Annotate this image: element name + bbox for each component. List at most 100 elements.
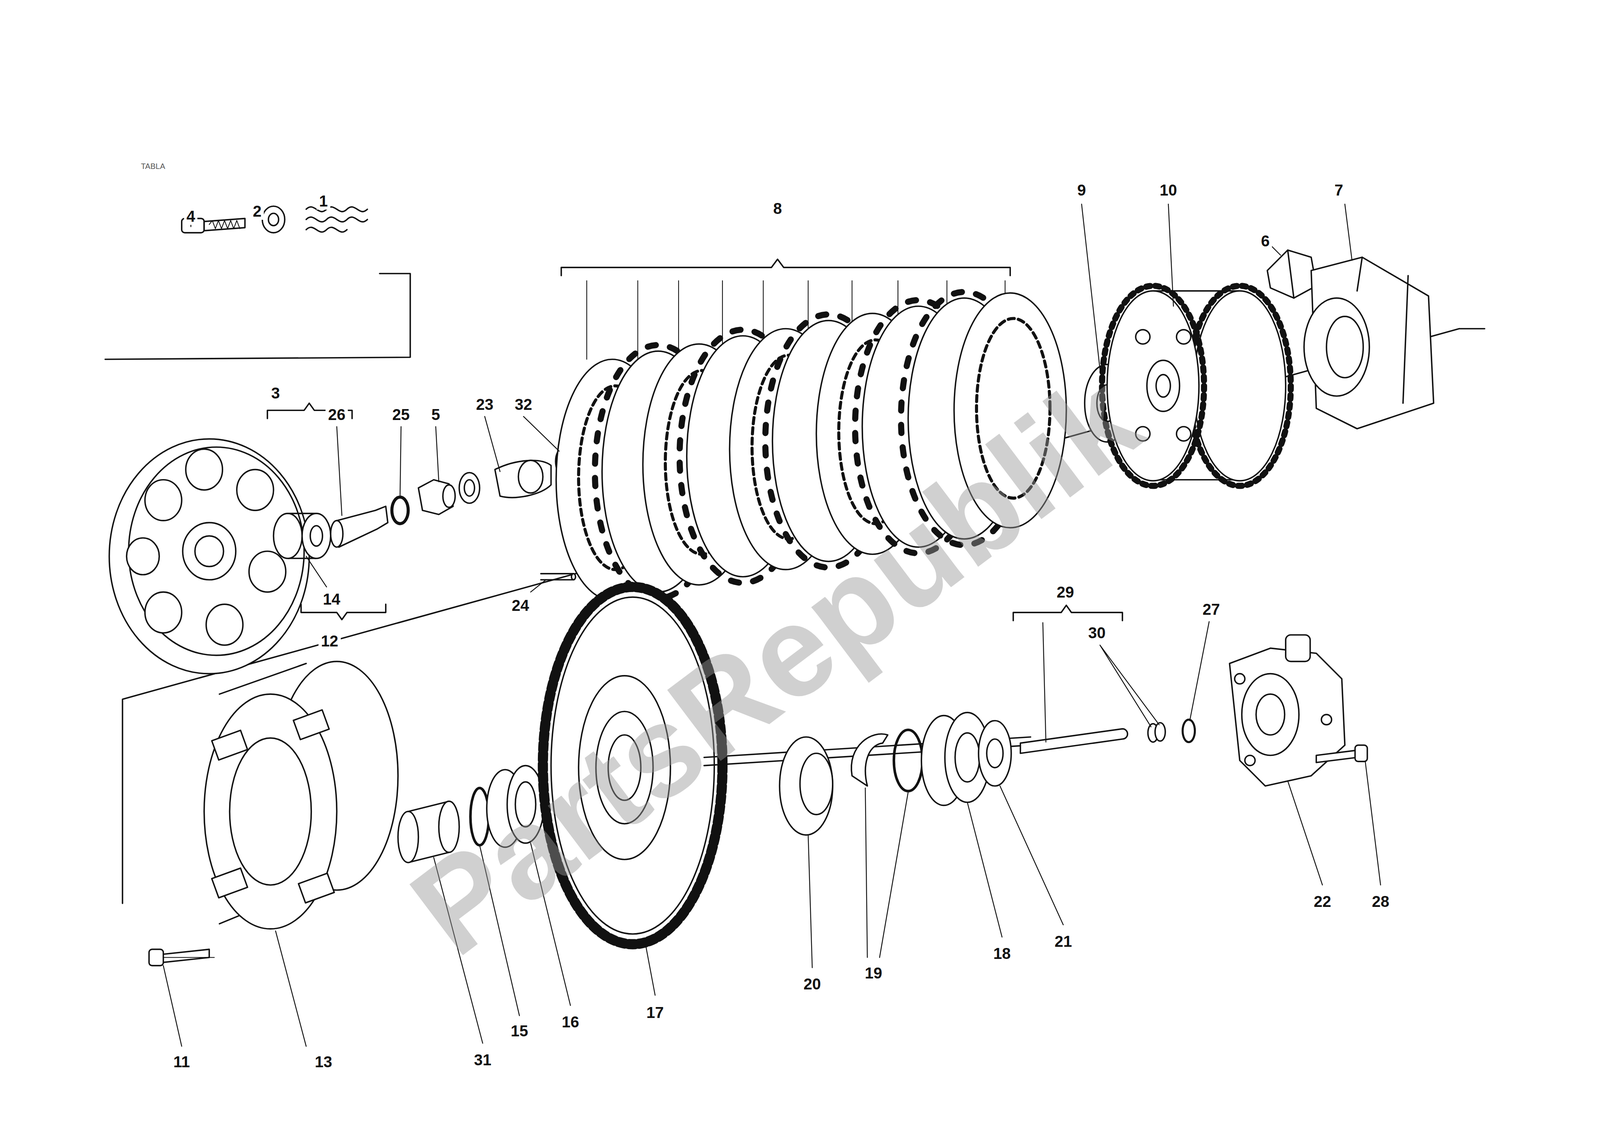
callout-number: 5 [428,405,443,423]
part-outline [268,213,279,226]
part-outline [808,834,812,968]
part-outline [302,513,331,559]
callout-number: 28 [1369,892,1393,910]
part-outline [273,448,576,580]
part-outline [204,218,245,231]
part-outline [1365,761,1381,885]
part-outline [185,448,223,490]
part-outline [1304,297,1370,396]
callout-number: 23 [473,395,497,413]
part-outline [541,573,574,580]
part-outline [1316,749,1357,762]
part-outline [779,736,833,835]
callout-number: 9 [1075,181,1089,199]
part-outline [145,591,182,633]
callout-number: 22 [1311,892,1334,910]
part-outline [1354,744,1368,762]
part-outline [306,556,327,587]
part-outline [986,738,1004,768]
callout-number: 27 [1200,600,1223,618]
part-outline [1020,728,1128,754]
part-outline [209,220,240,229]
callout-number: 17 [644,1003,667,1021]
part-outline [336,506,389,547]
callout-number: 29 [1054,583,1077,601]
part-outline [336,426,343,516]
part-outline [163,956,215,958]
part-outline [1357,257,1409,404]
callout-number: 3 [268,384,283,402]
part-outline [236,469,274,511]
callout-number: 11 [170,1052,192,1070]
callout-number: 21 [1052,932,1075,950]
part-outline [306,206,368,232]
callout-number: 30 [1085,623,1109,642]
part-outline [459,472,480,503]
part-outline [1176,329,1192,345]
part-outline [275,930,307,1046]
part-outline [109,438,310,674]
callout-number: 24 [509,596,532,614]
part-outline [1267,249,1317,298]
part-outline [865,787,909,957]
callout-number: 13 [312,1052,335,1070]
part-outline [1321,714,1332,725]
part-outline [851,733,888,786]
part-outline [1241,673,1299,756]
watermark: PartsRepublik [384,342,1167,984]
part-outline [249,550,286,592]
part-outline [145,479,182,521]
part-outline [999,785,1064,925]
part-outline [105,204,1485,1046]
part-outline [954,732,980,782]
callout-number: 8 [770,199,785,217]
part-outline [148,661,398,966]
part-outline [182,522,236,580]
part-outline [1229,634,1368,786]
part-outline [1135,329,1151,345]
part-outline [1234,673,1245,684]
part-outline [1285,634,1311,662]
part-outline [273,513,303,559]
part-outline [442,484,456,508]
part-outline [1168,204,1174,307]
callout-number: 10 [1157,181,1180,199]
part-outline [464,479,475,497]
callout-number: 20 [801,974,824,993]
part-outline [161,948,210,963]
callout-number: 25 [390,405,413,423]
part-outline [399,426,402,497]
part-outline [1155,374,1171,397]
part-outline [126,537,160,575]
part-outline [1245,754,1256,766]
part-outline [1311,257,1434,429]
part-outline [1193,290,1286,481]
part-outline [1155,722,1166,741]
part-outline [262,206,285,233]
callout-number: 7 [1332,181,1346,199]
part-outline [211,867,248,898]
part-outline [204,693,337,929]
callout-number: 12 [318,632,341,650]
part-outline [148,948,164,966]
callout-number: 32 [512,395,535,413]
part-outline [1255,693,1285,735]
callout-number: 1 [316,192,330,210]
part-outline [518,460,543,493]
callout-number: 4 [184,207,198,225]
part-outline [109,438,310,674]
callout-number: 6 [1258,232,1273,250]
callout-number: 15 [508,1021,531,1040]
callout-number: 18 [990,944,1014,962]
part-outline [1042,622,1047,742]
part-outline [1081,204,1101,370]
part-outline [211,729,248,760]
part-outline [301,603,386,620]
part-outline [530,579,546,592]
callout-number: 2 [250,202,264,220]
callout-number: 14 [320,590,343,608]
part-outline [435,426,439,482]
part-outline [800,752,834,815]
part-outline [105,273,411,360]
